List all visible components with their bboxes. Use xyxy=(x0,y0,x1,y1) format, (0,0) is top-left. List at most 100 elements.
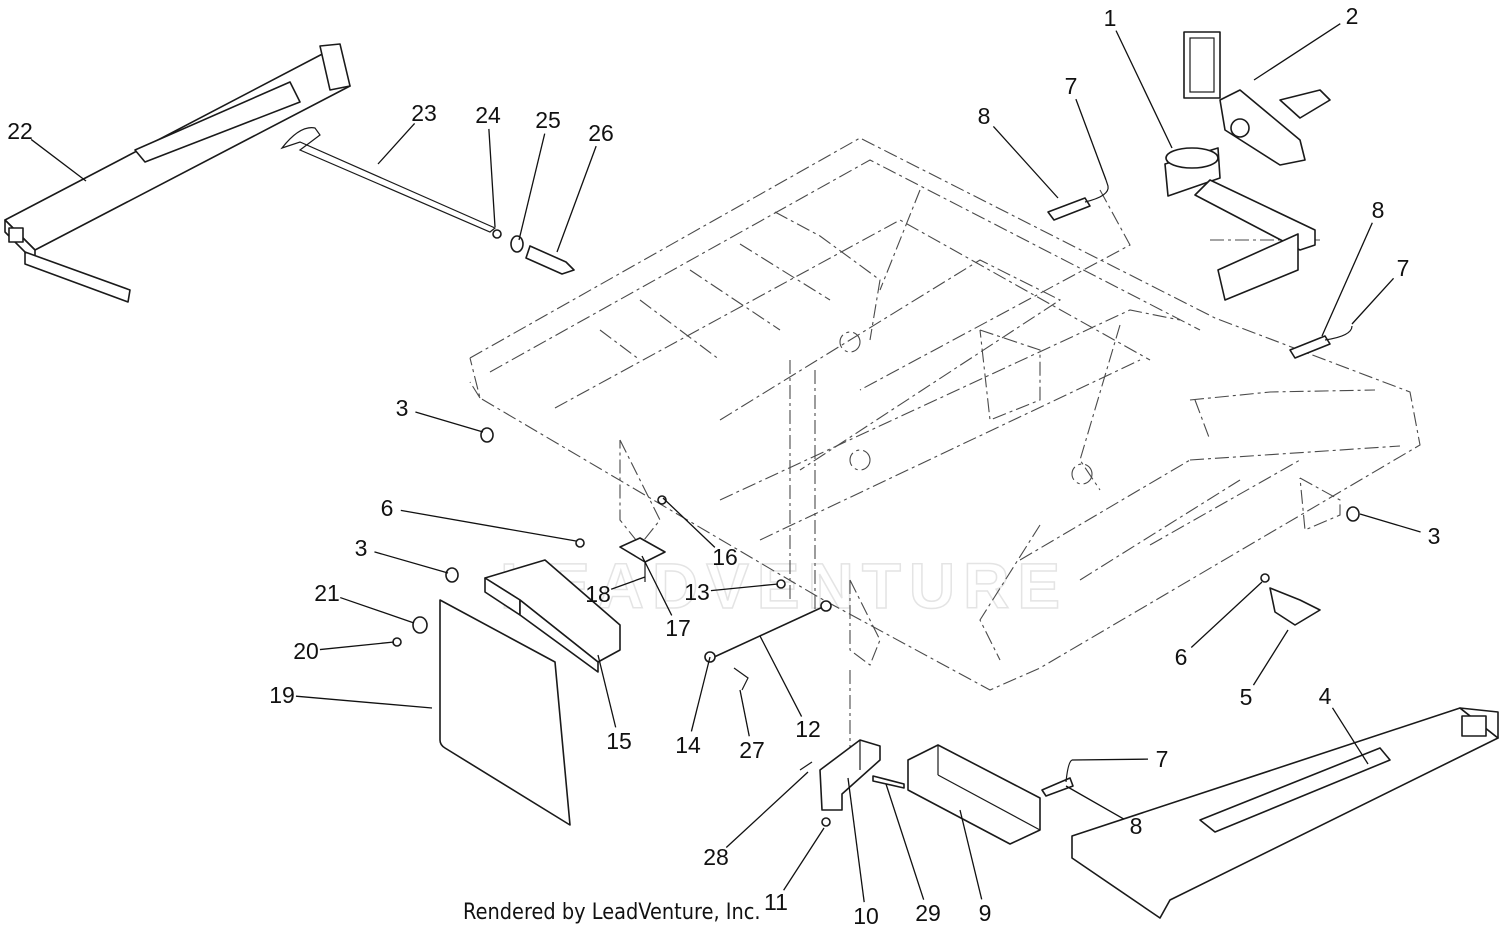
part-22-left-arm xyxy=(4,43,351,303)
leader-line xyxy=(1075,98,1107,181)
leader-line xyxy=(992,125,1059,199)
leader-line xyxy=(518,133,546,241)
callout-number: 20 xyxy=(293,638,319,664)
callout-c21: 21 xyxy=(314,580,415,624)
leader-line xyxy=(319,641,395,651)
leader-line xyxy=(725,771,809,848)
callout-c26: 26 xyxy=(556,120,614,253)
callout-number: 4 xyxy=(1319,683,1332,709)
callout-number: 11 xyxy=(764,889,788,915)
pins-7-8-upper xyxy=(1041,179,1353,797)
leader-line xyxy=(847,777,865,903)
callout-c8b: 8 xyxy=(1321,197,1385,337)
callout-c2: 2 xyxy=(1253,3,1359,81)
callout-c8c: 8 xyxy=(1065,785,1142,839)
leader-line xyxy=(1252,629,1289,686)
callout-c28: 28 xyxy=(703,771,809,870)
leader-line xyxy=(1331,707,1369,765)
leader-line xyxy=(1190,581,1263,648)
leader-line xyxy=(400,509,577,542)
callout-c3b: 3 xyxy=(1359,513,1441,549)
parts-16-18-plate xyxy=(619,495,667,582)
callout-c8a: 8 xyxy=(978,103,1059,199)
leader-line xyxy=(377,122,416,165)
part-5-bracket xyxy=(1260,573,1321,626)
callout-number: 26 xyxy=(588,120,614,146)
callout-number: 21 xyxy=(314,580,340,606)
callout-c1: 1 xyxy=(1104,5,1173,149)
callout-number: 22 xyxy=(7,118,33,144)
callout-number: 10 xyxy=(853,903,879,929)
leader-line xyxy=(783,827,825,891)
callout-number: 7 xyxy=(1156,746,1169,772)
callout-number: 8 xyxy=(978,103,991,129)
callout-number: 12 xyxy=(795,716,821,742)
leader-line xyxy=(1065,785,1125,820)
callout-number: 25 xyxy=(535,107,561,133)
callout-number: 27 xyxy=(739,737,765,763)
callout-number: 14 xyxy=(675,732,701,758)
callout-number: 29 xyxy=(915,900,941,926)
callout-c13: 13 xyxy=(684,579,779,605)
callout-number: 3 xyxy=(1428,523,1441,549)
part-19-flap xyxy=(439,599,571,826)
parts-20-21-hardware xyxy=(392,538,585,647)
part-4-right-arm xyxy=(1071,707,1499,919)
callout-number: 7 xyxy=(1065,73,1078,99)
callout-c7c: 7 xyxy=(1071,746,1169,772)
callout-c14: 14 xyxy=(675,656,711,758)
callout-c24: 24 xyxy=(475,102,501,228)
callout-c7b: 7 xyxy=(1351,255,1410,325)
part-9-channel xyxy=(907,744,1041,845)
callout-number: 17 xyxy=(665,615,691,641)
part-15-bracket xyxy=(484,559,621,673)
leader-line xyxy=(30,138,87,182)
callout-number: 3 xyxy=(355,535,368,561)
callout-number: 3 xyxy=(396,395,409,421)
callout-number: 13 xyxy=(684,579,710,605)
leader-line xyxy=(759,635,803,717)
callout-number: 9 xyxy=(979,900,992,926)
callout-c3a: 3 xyxy=(396,395,484,433)
callout-c12: 12 xyxy=(759,635,821,742)
callout-number: 19 xyxy=(269,682,295,708)
main-frame xyxy=(469,137,1421,760)
callout-c18: 18 xyxy=(585,576,646,607)
leader-line xyxy=(415,411,484,433)
leader-line xyxy=(739,689,750,737)
leader-line xyxy=(610,576,646,590)
callout-number: 23 xyxy=(411,100,437,126)
leader-line xyxy=(1253,23,1341,81)
callout-number: 5 xyxy=(1240,684,1253,710)
callout-c19: 19 xyxy=(269,682,433,709)
callout-c22: 22 xyxy=(7,118,87,182)
part-1-tube xyxy=(1164,147,1316,301)
callout-c15: 15 xyxy=(597,654,632,754)
leader-line xyxy=(374,551,449,574)
callout-number: 8 xyxy=(1372,197,1385,223)
callout-number: 2 xyxy=(1346,3,1359,29)
leader-line xyxy=(885,783,925,900)
parts-24-26-hardware xyxy=(492,229,575,275)
leader-line xyxy=(641,555,673,616)
leader-line xyxy=(710,583,779,592)
callout-c11: 11 xyxy=(764,827,825,915)
callout-number: 18 xyxy=(585,581,611,607)
callout-c17: 17 xyxy=(641,555,691,641)
part-12-rod xyxy=(704,579,832,691)
leader-line xyxy=(1351,277,1395,325)
callout-c29: 29 xyxy=(885,783,941,926)
callout-c10: 10 xyxy=(847,777,879,929)
callout-c5: 5 xyxy=(1240,629,1289,710)
callout-number: 6 xyxy=(1175,644,1188,670)
parts-3-bushings xyxy=(445,427,1360,583)
callout-c4: 4 xyxy=(1319,683,1369,765)
callout-number: 6 xyxy=(381,495,394,521)
callout-c27: 27 xyxy=(739,689,765,763)
callout-number: 7 xyxy=(1397,255,1410,281)
callout-c23: 23 xyxy=(377,100,437,165)
leader-line xyxy=(340,596,415,624)
leader-line xyxy=(295,695,433,709)
callout-c9: 9 xyxy=(959,809,992,926)
